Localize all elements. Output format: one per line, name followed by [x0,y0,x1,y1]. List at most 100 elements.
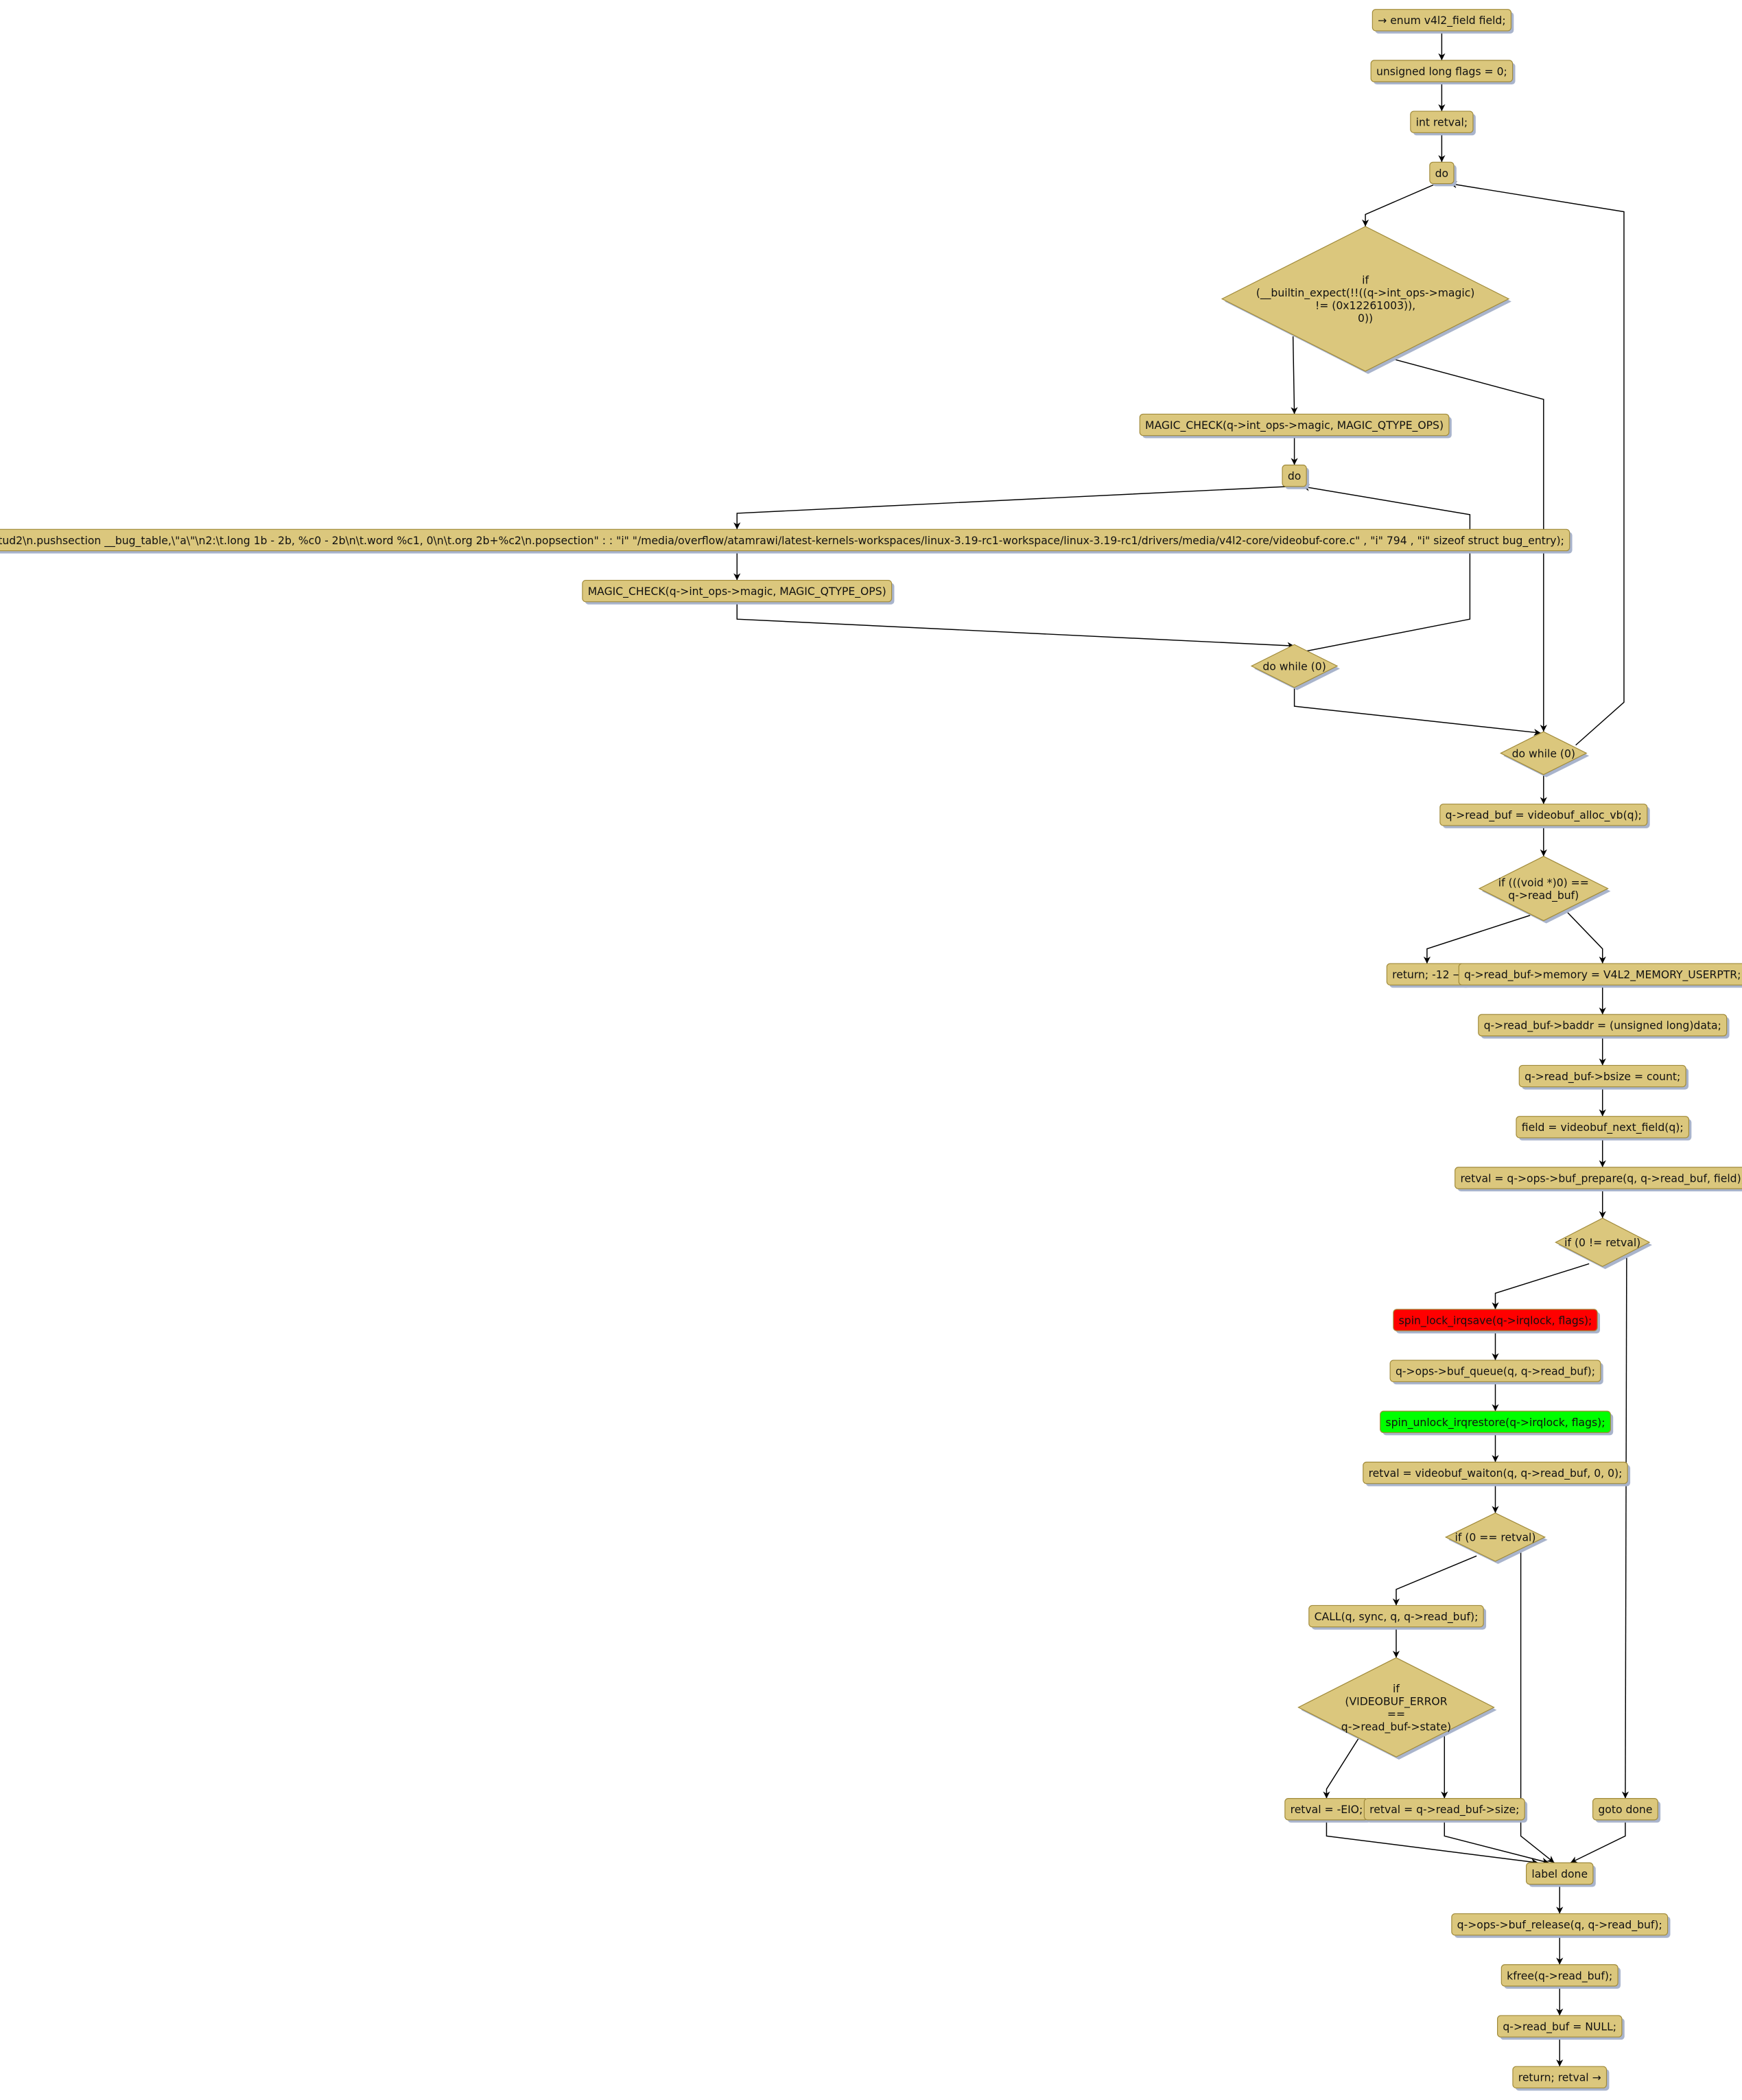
flow-edge [1392,1555,1477,1606]
node-shape [1444,1513,1546,1562]
node-label: label done [1531,1868,1588,1880]
node-shape [1250,644,1339,688]
node-label: q->ops->buf_queue(q, q->read_buf); [1396,1366,1595,1379]
statement-node: goto done [1592,1798,1661,1823]
node-shape [1297,1657,1495,1758]
nodes: → enum v4l2_field field;unsigned long fl… [0,9,1742,2091]
node-shape [1308,1605,1484,1628]
node-label: kfree(q->read_buf); [1507,1970,1612,1983]
flow-edge [1393,358,1547,732]
statement-node: int retval; [1410,110,1476,136]
node-shape [1497,2015,1623,2038]
flow-edge [1570,1819,1626,1864]
flow-edge [1291,336,1298,415]
statement-node: q->read_buf = NULL; [1497,2015,1625,2040]
node-shape [1372,9,1511,32]
node-label: retval = -EIO; [1291,1804,1363,1816]
decision-node: if (((void *)0) ==q->read_buf) [1478,856,1611,924]
node-label: do [1435,167,1448,180]
node-label: goto done [1598,1804,1652,1816]
statement-node: retval = videobuf_waiton(q, q->read_buf,… [1363,1461,1631,1486]
node-label: if (0 != retval) [1564,1237,1640,1249]
flow-edge [1492,1263,1590,1309]
flow-edge [1323,1738,1359,1799]
node-label: q->read_buf->bsize = count; [1525,1071,1680,1084]
node-shape [1500,1964,1619,1987]
decision-node: if(VIDEOBUF_ERROR==q->read_buf->state) [1297,1657,1497,1760]
node-shape [1499,731,1588,775]
node-label: q->read_buf = NULL; [1503,2020,1616,2033]
node-label: if (((void *)0) == [1498,876,1589,889]
node-shape [1370,60,1514,82]
statement-node: q->read_buf->baddr = (unsigned long)data… [1478,1014,1730,1039]
node-label: asm volatile("1:\tud2\n.pushsection __bu… [0,535,1564,548]
node-label: == [1387,1708,1405,1720]
node-label: retval = q->read_buf->size; [1369,1804,1519,1817]
node-label: q->ops->buf_release(q, q->read_buf); [1457,1919,1662,1932]
statement-node: spin_unlock_irqrestore(q->irqlock, flags… [1380,1410,1614,1436]
node-label: spin_unlock_irqrestore(q->irqlock, flags… [1385,1416,1605,1430]
node-shape [1525,1862,1594,1885]
node-label: field = videobuf_next_field(q); [1522,1121,1684,1134]
node-label: q->read_buf = videobuf_alloc_vb(q); [1446,809,1642,822]
flow-edge [1520,1549,1555,1863]
node-label: q->read_buf->state) [1341,1721,1451,1734]
node-shape [0,528,1570,552]
node-shape [1389,1360,1601,1382]
node-shape [1455,1167,1742,1189]
node-shape [1380,1410,1611,1434]
flow-edge [1293,687,1541,736]
node-label: retval = q->ops->buf_prepare(q, q->read_… [1460,1172,1742,1185]
statement-node: MAGIC_CHECK(q->int_ops->magic, MAGIC_QTY… [1139,413,1452,439]
flow-edge [1567,912,1606,964]
decision-node: do while (0) [1250,644,1340,690]
node-label: do while (0) [1512,747,1575,760]
statement-node: label done [1525,1862,1596,1887]
statement-node: asm volatile("1:\tud2\n.pushsection __bu… [0,528,1573,554]
flow-edge [733,486,1289,530]
node-shape [1282,465,1307,487]
node-label: MAGIC_CHECK(q->int_ops->magic, MAGIC_QTY… [1145,419,1444,432]
node-shape [1363,1798,1525,1821]
node-label: CALL(q, sync, q, q->read_buf); [1315,1611,1479,1624]
node-label: unsigned long flags = 0; [1376,65,1507,78]
decision-node: if (0 == retval) [1444,1513,1548,1564]
node-shape [1221,226,1510,372]
statement-node: MAGIC_CHECK(q->int_ops->magic, MAGIC_QTY… [582,579,895,605]
node-label: int retval; [1416,117,1468,129]
node-label: != (0x12261003)), [1315,300,1415,312]
node-label: q->read_buf->baddr = (unsigned long)data… [1484,1020,1721,1033]
decision-node: do while (0) [1499,731,1590,778]
edges [733,30,1629,2067]
statement-node: do [1429,161,1457,187]
statement-node: q->ops->buf_release(q, q->read_buf); [1451,1913,1671,1938]
node-label: do while (0) [1262,660,1326,673]
node-label: retval = videobuf_waiton(q, q->read_buf,… [1369,1467,1623,1480]
node-label: spin_lock_irqsave(q->irqlock, flags); [1399,1314,1592,1327]
statement-node: field = videobuf_next_field(q); [1516,1116,1692,1141]
decision-node: if(__builtin_expect(!!((q->int_ops->magi… [1221,226,1511,374]
node-shape [1363,1461,1628,1484]
node-label: if [1362,275,1369,287]
statement-node: spin_lock_irqsave(q->irqlock, flags); [1393,1309,1601,1334]
node-label: return; -12 → [1392,969,1461,981]
flow-edge [1361,183,1437,227]
node-shape [582,579,893,603]
node-shape [1458,963,1742,985]
flow-edge [1302,484,1471,652]
statement-node: unsigned long flags = 0; [1370,60,1516,85]
node-label: if [1393,1683,1400,1695]
flow-edge [1449,181,1625,746]
statement-node: q->read_buf->memory = V4L2_MEMORY_USERPT… [1458,963,1742,988]
statement-node: retval = -EIO; [1284,1798,1371,1823]
node-label: MAGIC_CHECK(q->int_ops->magic, MAGIC_QTY… [588,585,886,598]
statement-node: return; retval → [1512,2066,1610,2091]
node-label: do [1288,470,1301,482]
statement-node: q->ops->buf_queue(q, q->read_buf); [1389,1360,1603,1385]
node-label: q->read_buf->memory = V4L2_MEMORY_USERPT… [1464,969,1741,982]
decision-node: if (0 != retval) [1555,1217,1652,1270]
node-shape [1555,1217,1651,1268]
node-label: q->read_buf) [1508,889,1579,902]
node-shape [1512,2066,1608,2089]
